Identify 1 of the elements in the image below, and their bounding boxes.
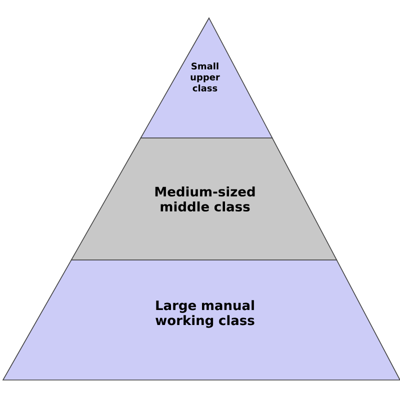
pyramid-band: Medium-sized middle class <box>70 138 338 260</box>
